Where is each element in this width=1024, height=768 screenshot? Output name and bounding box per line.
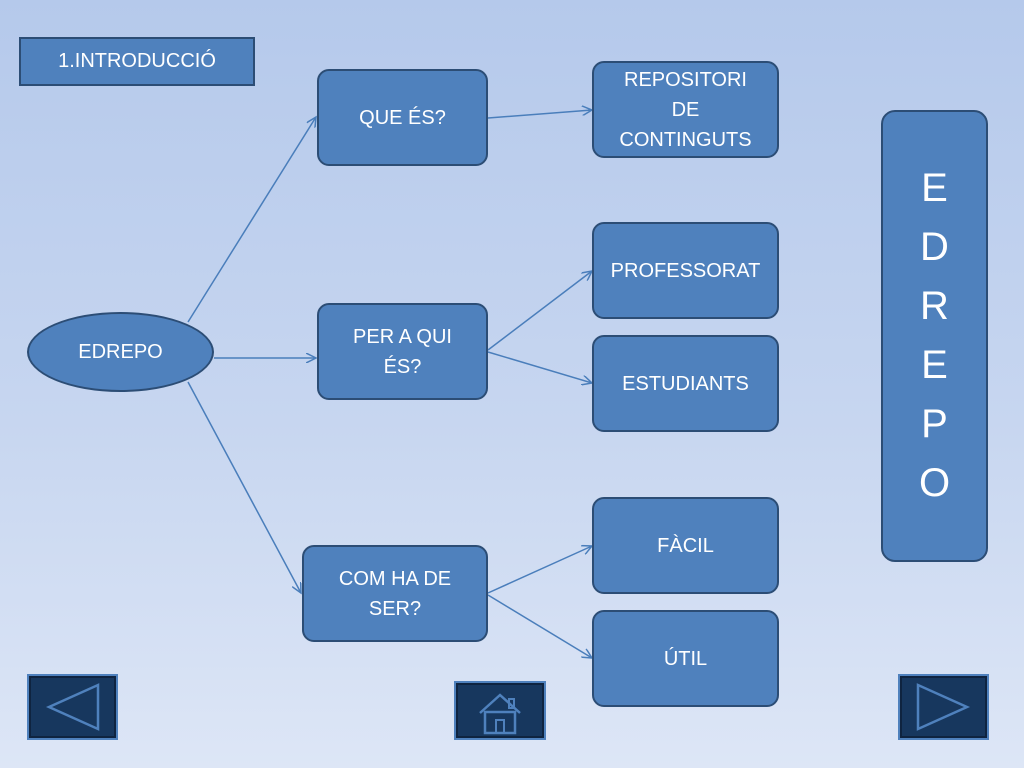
- vertical-letter: P: [921, 402, 948, 446]
- answer-node-repositori: REPOSITORI DE CONTINGUTS: [592, 61, 779, 158]
- connector-comhadeser-facil: [487, 546, 592, 594]
- connector-edrepo-comhadeser: [187, 381, 301, 593]
- home-button[interactable]: [454, 681, 546, 740]
- home-icon: [479, 693, 521, 735]
- root-node-edrepo: EDREPO: [27, 312, 214, 392]
- vertical-letter: O: [918, 461, 951, 505]
- vertical-letter: E: [921, 343, 948, 387]
- answer-node-util: ÚTIL: [592, 610, 779, 707]
- vertical-letter: E: [921, 166, 948, 210]
- triangle-left-icon: [45, 683, 100, 731]
- triangle-right-icon: [916, 683, 971, 731]
- connector-queest-repositori: [487, 110, 592, 119]
- next-button[interactable]: [898, 674, 989, 740]
- vertical-title-edrepo: E D R E P O: [881, 110, 988, 562]
- answer-node-facil: FÀCIL: [592, 497, 779, 594]
- connector-peraqui-professorat: [487, 271, 592, 351]
- question-node-per-a-qui: PER A QUI ÉS?: [317, 303, 488, 400]
- connector-edrepo-queest: [187, 117, 316, 323]
- connector-comhadeser-util: [487, 594, 592, 658]
- slide-title: 1.INTRODUCCIÓ: [19, 37, 255, 86]
- prev-button[interactable]: [27, 674, 118, 740]
- vertical-letter: R: [920, 284, 949, 328]
- connector-peraqui-estudiants: [487, 351, 592, 383]
- question-node-que-es: QUE ÉS?: [317, 69, 488, 166]
- question-node-com-ha-de-ser: COM HA DE SER?: [302, 545, 488, 642]
- vertical-letter: D: [920, 225, 949, 269]
- answer-node-estudiants: ESTUDIANTS: [592, 335, 779, 432]
- answer-node-professorat: PROFESSORAT: [592, 222, 779, 319]
